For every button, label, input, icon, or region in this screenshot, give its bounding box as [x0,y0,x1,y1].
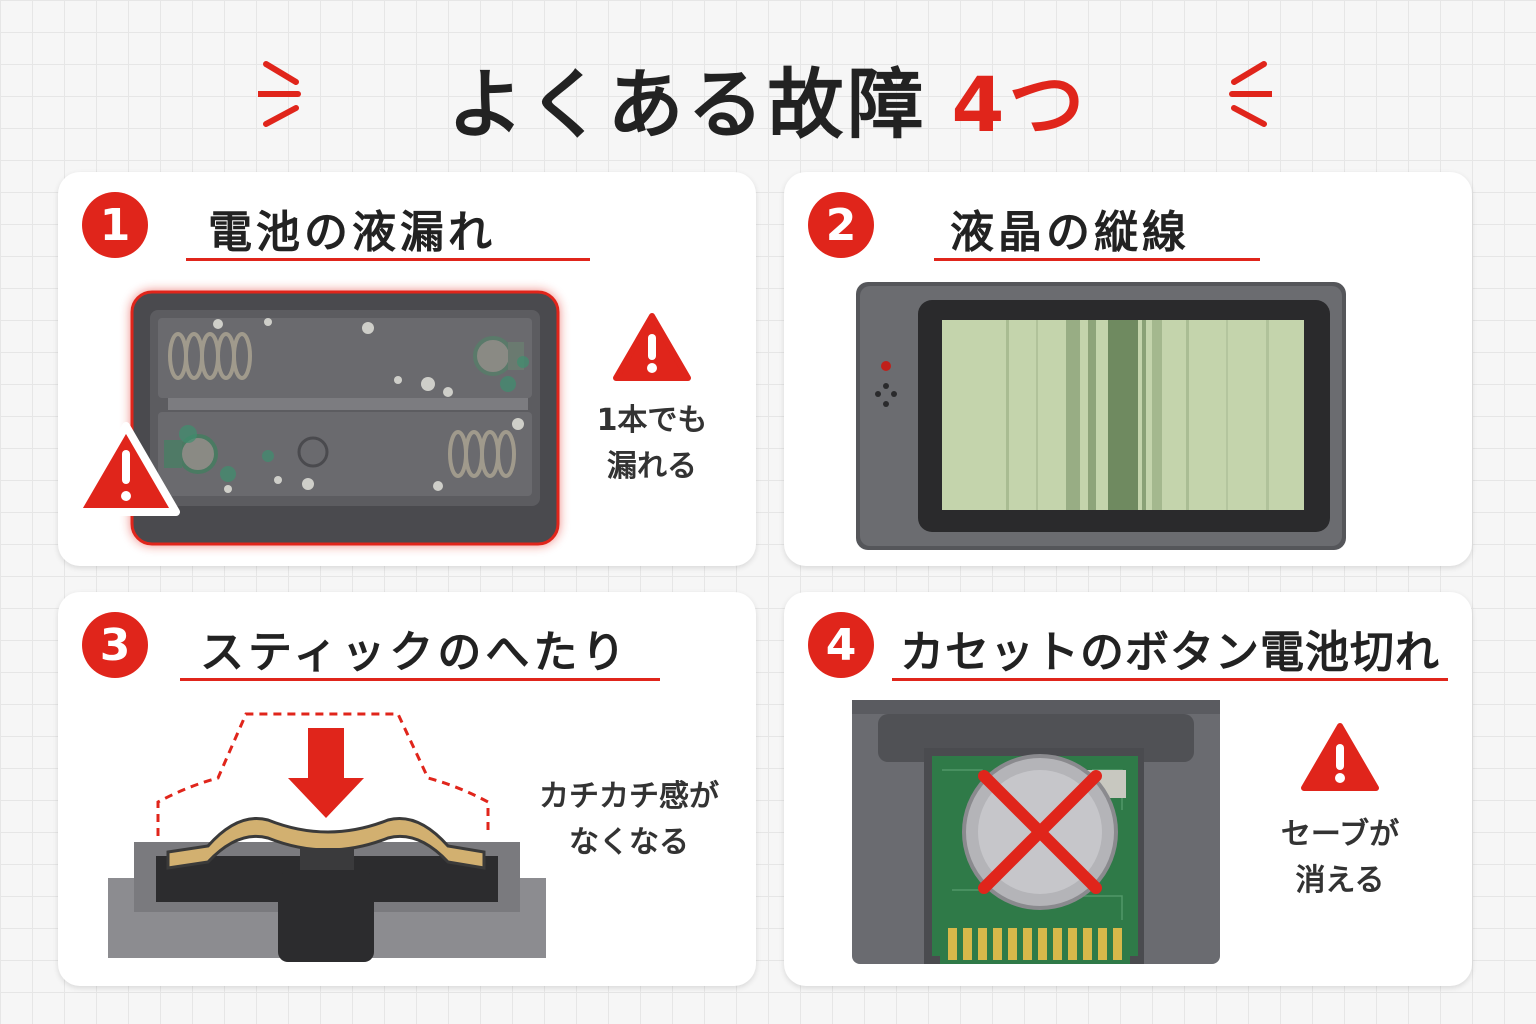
title-accent: 4つ [951,60,1089,149]
card-heading: カセットのボタン電池切れ [900,627,1440,678]
card-note: カチカチ感が なくなる [516,774,742,866]
card-stick-wear: 3 スティックのへたり カチカチ感が なくなる [58,592,756,986]
battery-compartment-illustration [72,290,560,546]
card-note: セーブが 消える [1252,812,1428,904]
card-heading: スティックのへたり [200,627,630,678]
cartridge-illustration [852,700,1220,964]
card-cartridge-battery: 4 カセットのボタン電池切れ [784,592,1472,986]
heading-underline [892,678,1448,681]
stick-cross-section-illustration [108,712,546,962]
note-line-2: 消える [1295,863,1385,898]
card-number: 3 [82,612,148,678]
warning-icon [1301,723,1379,791]
card-lcd-lines: 2 液晶の縦線 [784,172,1472,566]
handheld-lcd-illustration [856,282,1346,550]
heading-underline [934,258,1260,261]
down-arrow-icon [288,728,364,818]
card-number: 2 [808,192,874,258]
heading-underline [186,258,590,261]
cross-mark-icon [978,770,1102,894]
note-line-1: 1本でも [596,403,708,438]
warning-icon [613,313,691,381]
page-title: よくある故障 4つ [0,48,1536,149]
burst-lines-left-icon [258,61,301,127]
note-line-1: カチカチ感が [539,779,719,814]
card-heading: 液晶の縦線 [950,207,1190,258]
card-battery-leak: 1 電池の液漏れ [58,172,756,566]
heading-underline [180,678,660,681]
card-number: 4 [808,612,874,678]
note-line-2: 漏れる [607,449,697,484]
warning-icon [72,422,180,516]
card-note: 1本でも 漏れる [572,398,732,490]
note-line-2: なくなる [569,825,689,860]
card-heading: 電池の液漏れ [208,207,496,258]
title-main: よくある故障 [447,60,928,149]
burst-lines-right-icon [1229,61,1272,127]
note-line-1: セーブが [1280,817,1400,852]
card-number: 1 [82,192,148,258]
